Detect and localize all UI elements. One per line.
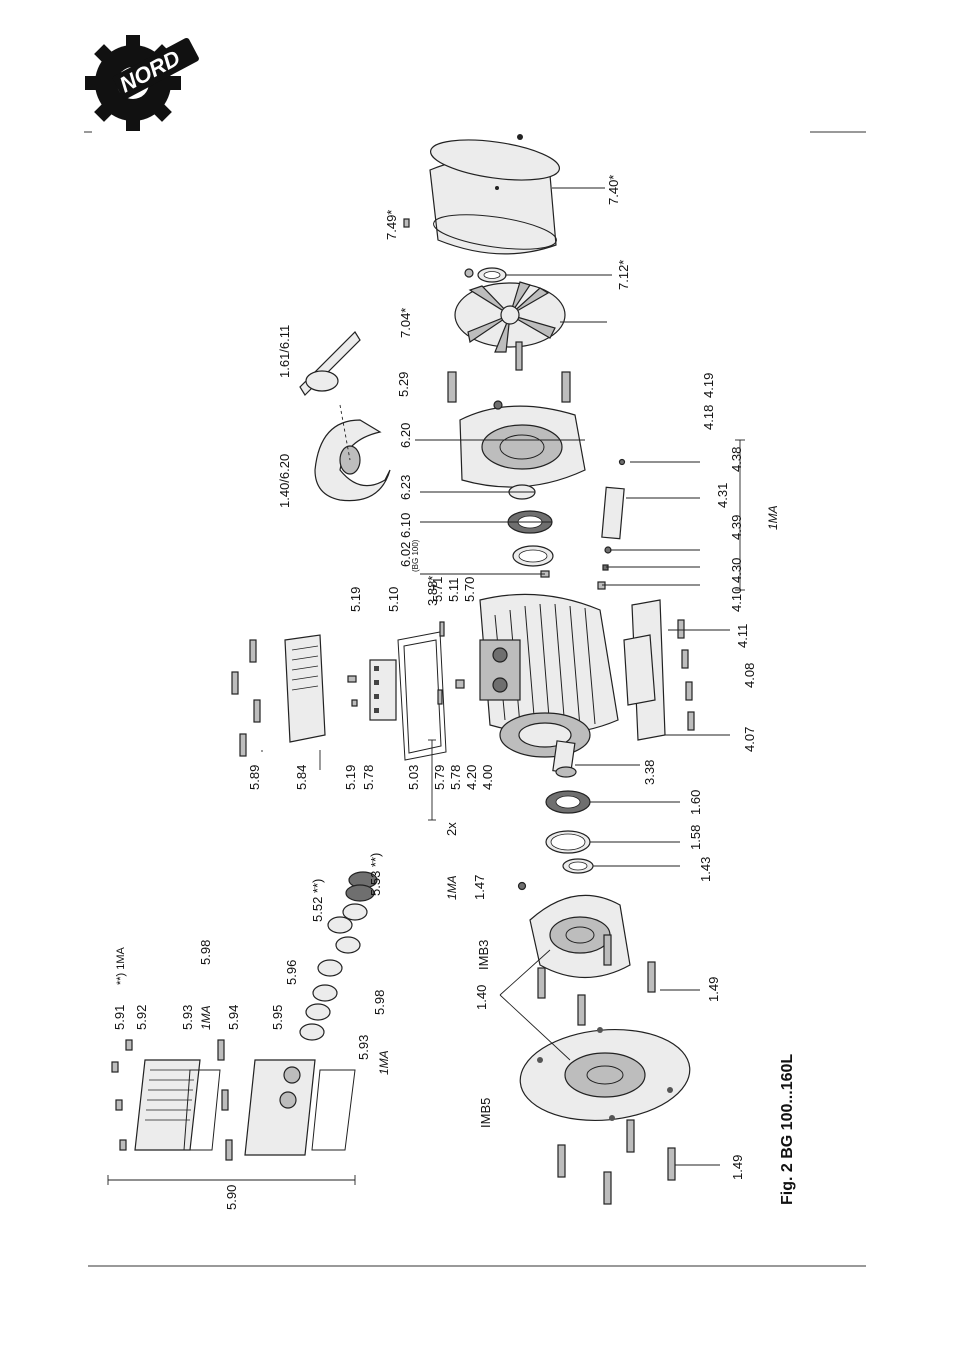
fan-impeller	[454, 281, 566, 371]
label-5-93-top-note: 1MA	[199, 1005, 213, 1030]
label-4-31: 4.31	[715, 483, 730, 508]
label-4-38: 4.38	[729, 447, 744, 472]
label-1-40: 1.40	[474, 985, 489, 1010]
brake-assembly	[299, 331, 391, 502]
screw-7-49	[403, 218, 410, 228]
label-5-79: 5.79	[432, 765, 447, 790]
label-5-96: 5.96	[284, 960, 299, 985]
label-6-02-note: (BG 100)	[411, 539, 420, 572]
label-5-98-bottom: 5.98	[372, 990, 387, 1015]
label-3-88: 3.88*	[425, 576, 440, 606]
cable-glands	[299, 871, 378, 1041]
fan-clip-7-12	[464, 267, 507, 283]
label-5-90: 5.90	[224, 1185, 239, 1210]
endshield-imb3	[529, 894, 631, 979]
figure-caption: Fig. 2 BG 100...160L	[779, 1054, 796, 1205]
label-6-10: 6.10	[398, 513, 413, 538]
label-5-78-a: 5.78	[361, 765, 376, 790]
fan-cover	[429, 134, 561, 255]
label-group-1ma: 1MA	[766, 505, 780, 530]
brake-rectifier	[347, 659, 397, 721]
screws-5-79	[437, 621, 465, 705]
label-5-70: 5.70	[462, 577, 477, 602]
label-5-93-bottom-note: 1MA	[377, 1050, 391, 1075]
label-5-91-note: **) 1MA	[115, 946, 127, 985]
label-7-40: 7.40*	[606, 175, 621, 205]
label-5-89: 5.89	[247, 765, 262, 790]
label-5-71: 5.71	[430, 577, 445, 602]
motor-terminal-box	[107, 1039, 356, 1185]
label-4-19: 4.19	[701, 373, 716, 398]
circlip-6-02	[512, 545, 554, 567]
label-6-02: 6.02	[398, 542, 413, 567]
label-3-38: 3.38	[642, 760, 657, 785]
nord-logo: NORD	[85, 35, 199, 131]
label-5-93-bottom: 5.93	[356, 1035, 371, 1060]
label-5-95: 5.95	[270, 1005, 285, 1030]
label-5-10: 5.10	[386, 587, 401, 612]
label-1-43: 1.43	[698, 857, 713, 882]
label-4-08: 4.08	[742, 663, 757, 688]
label-5-03: 5.03	[406, 765, 421, 790]
seal-1-47	[517, 881, 527, 891]
label-4-00: 4.00	[480, 765, 495, 790]
brake-terminal-cover	[231, 634, 326, 757]
label-1-49-left: 1.49	[706, 977, 721, 1002]
label-5-29: 5.29	[396, 372, 411, 397]
label-6-23: 6.23	[398, 475, 413, 500]
label-4-39: 4.39	[729, 515, 744, 540]
label-5-11: 5.11	[446, 578, 461, 602]
label-5-78-b: 5.78	[448, 765, 463, 790]
label-4-20: 4.20	[464, 765, 479, 790]
label-5-84: 5.84	[294, 765, 309, 790]
flange-imb5	[519, 1027, 691, 1122]
label-1-40-6-20: 1.40/6.20	[277, 454, 292, 508]
small-parts-1ma	[597, 458, 626, 590]
shaft-3-38	[552, 740, 577, 778]
label-4-11: 4.11	[735, 624, 750, 648]
label-1-58: 1.58	[688, 825, 703, 850]
label-1-61-6-11: 1.61/6.11	[277, 325, 292, 378]
label-1-47: 1.47	[472, 875, 487, 900]
label-imb5: IMB5	[478, 1098, 493, 1128]
label-6-20: 6.20	[398, 423, 413, 448]
motor-housing	[479, 593, 619, 758]
label-7-49: 7.49*	[384, 210, 399, 240]
rear-end-shield	[447, 371, 586, 488]
label-5-93-top: 5.93	[180, 1005, 195, 1030]
label-2x: 2x	[444, 822, 459, 836]
label-7-04: 7.04*	[398, 308, 413, 338]
label-7-12: 7.12*	[616, 260, 631, 290]
label-1-49-right: 1.49	[730, 1155, 745, 1180]
label-5-91: 5.91	[112, 1005, 127, 1030]
label-5-53: 5.53 **)	[368, 853, 383, 896]
label-5-94: 5.94	[226, 1005, 241, 1030]
part-labels: 7.40* 7.49* 7.12* 7.04* 1.61/6.11 5.29 1…	[112, 175, 796, 1210]
ring-1-58	[545, 830, 591, 854]
label-4-07: 4.07	[742, 727, 757, 752]
label-5-19-b: 5.19	[348, 587, 363, 612]
label-1-47-note: 1MA	[445, 875, 459, 900]
bearing-1-60	[545, 790, 591, 814]
label-4-10: 4.10	[729, 587, 744, 612]
label-1-60: 1.60	[688, 790, 703, 815]
gasket-5-03	[397, 631, 447, 761]
label-4-30: 4.30	[729, 558, 744, 583]
label-5-92: 5.92	[134, 1005, 149, 1030]
label-5-52: 5.52 **)	[310, 879, 325, 922]
motor-feet	[623, 599, 695, 741]
label-4-18: 4.18	[701, 405, 716, 430]
label-5-19-a: 5.19	[343, 765, 358, 790]
label-5-98-top: 5.98	[198, 940, 213, 965]
bolts-1-49	[537, 934, 676, 1205]
label-imb3: IMB3	[476, 940, 491, 970]
leader-lines	[261, 187, 745, 1166]
circlip-1-43	[562, 858, 594, 874]
